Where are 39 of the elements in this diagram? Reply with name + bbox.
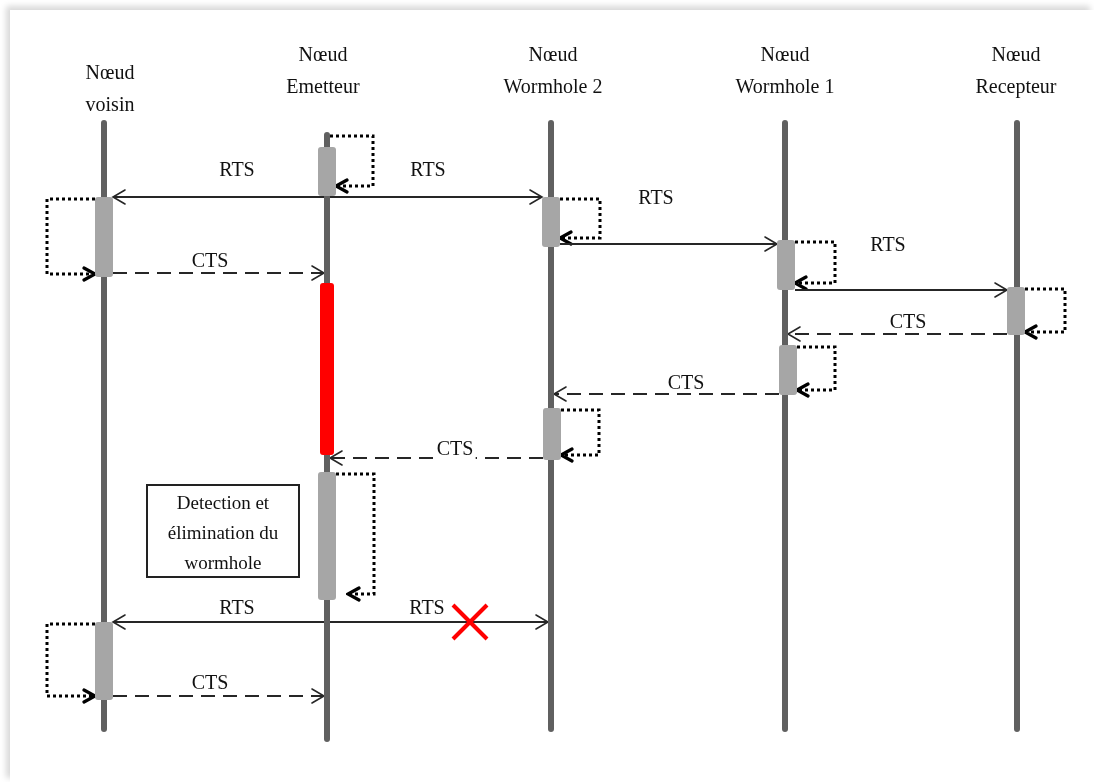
lifeline [782,120,788,732]
note-box: Detection et élimination du wormhole [146,484,300,578]
message-arrow [112,265,325,281]
self-loop-arrow [330,134,375,194]
lifeline-header: Nœud voisin [70,56,150,120]
self-loop-arrow [795,345,837,398]
message-arrow [112,688,325,704]
activation-bar [95,197,113,277]
lifeline [548,120,554,732]
self-loop-arrow [1023,287,1067,340]
message-arrow [112,189,325,205]
lifeline [1014,120,1020,732]
lifeline-header: Nœud Recepteur [961,38,1071,102]
activation-bar [318,147,336,196]
activation-bar [779,345,797,395]
self-loop-arrow [336,472,376,602]
activation-bar [1007,287,1025,335]
self-loop-arrow [558,197,602,246]
message-arrow [112,614,325,630]
self-loop-arrow [45,622,97,704]
message-arrow [559,236,778,252]
activation-bar [318,472,336,600]
message-arrow [553,386,780,402]
activation-bar [777,240,795,290]
activation-bar [95,622,113,700]
self-loop-arrow [45,197,97,282]
lifeline-header: Nœud Wormhole 1 [725,38,845,102]
message-arrow [329,614,549,630]
lifeline [101,120,107,732]
alert-activation-bar [320,283,334,455]
message-arrow [329,189,543,205]
message-arrow [794,282,1008,298]
lifeline-header: Nœud Wormhole 2 [493,38,613,102]
activation-bar [542,197,560,247]
lifeline-header: Nœud Emetteur [268,38,378,102]
activation-bar [543,408,561,460]
self-loop-arrow [793,240,837,291]
self-loop-arrow [559,408,601,463]
message-arrow [787,326,1008,342]
